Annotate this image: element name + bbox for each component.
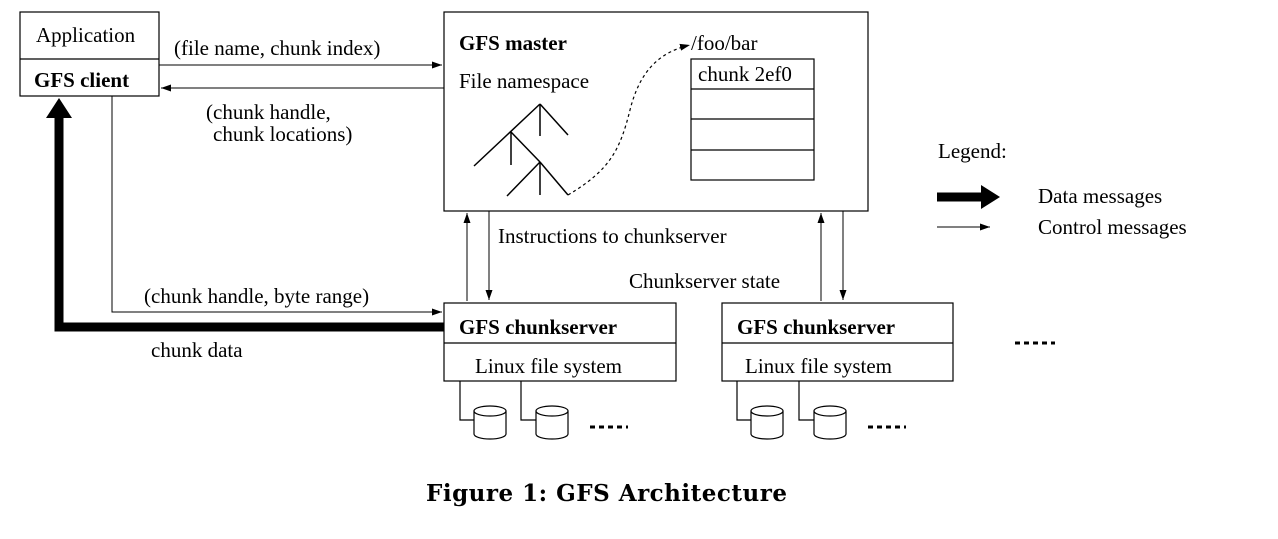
chunkserver-title: GFS chunkserver xyxy=(459,315,617,339)
legend-control-label: Control messages xyxy=(1038,215,1187,239)
chunk-data-label: chunk data xyxy=(151,338,243,362)
namespace-label: File namespace xyxy=(459,69,589,93)
client-box: Application GFS client xyxy=(19,11,160,97)
state-label: Chunkserver state xyxy=(629,269,780,293)
chunkserver-box-2: GFS chunkserver Linux file system xyxy=(721,302,954,382)
disk-icon xyxy=(535,405,569,440)
path-label: /foo/bar xyxy=(691,31,757,55)
disk-group-1 xyxy=(459,381,628,440)
chunk-table: chunk 2ef0 xyxy=(690,58,815,181)
chunkserver-title: GFS chunkserver xyxy=(737,315,895,339)
gfs-client-label: GFS client xyxy=(34,68,129,92)
chunk-data-arrowhead xyxy=(46,98,72,118)
application-label: Application xyxy=(36,23,136,47)
legend: Legend: Data messages Control messages xyxy=(937,139,1187,239)
chunkserver-fs-label: Linux file system xyxy=(745,354,892,378)
namespace-tree-icon xyxy=(473,103,569,197)
chunkserver-box-1: GFS chunkserver Linux file system xyxy=(443,302,677,382)
chunkserver-fs-label: Linux file system xyxy=(475,354,622,378)
chunk-label: chunk 2ef0 xyxy=(698,62,792,86)
reply-label-line1: (chunk handle, xyxy=(206,100,331,124)
data-message-legend-arrow xyxy=(937,185,1000,209)
disk-icon xyxy=(813,405,847,440)
instructions-label: Instructions to chunkserver xyxy=(498,224,727,248)
chunk-data-arrow xyxy=(54,118,444,332)
legend-data-label: Data messages xyxy=(1038,184,1162,208)
read-request-arrow xyxy=(111,96,442,316)
master-title: GFS master xyxy=(459,31,567,55)
legend-title: Legend: xyxy=(938,139,1007,163)
disk-icon xyxy=(750,405,784,440)
disk-icon xyxy=(473,405,507,440)
disk-group-2 xyxy=(736,381,906,440)
figure-caption: Figure 1: GFS Architecture xyxy=(426,480,788,507)
master-box: GFS master File namespace /foo/bar chunk… xyxy=(443,11,869,212)
request-label: (file name, chunk index) xyxy=(174,36,380,60)
reply-label-line2: chunk locations) xyxy=(213,122,352,146)
namespace-link-arrow xyxy=(567,43,691,196)
read-request-label: (chunk handle, byte range) xyxy=(144,284,369,308)
